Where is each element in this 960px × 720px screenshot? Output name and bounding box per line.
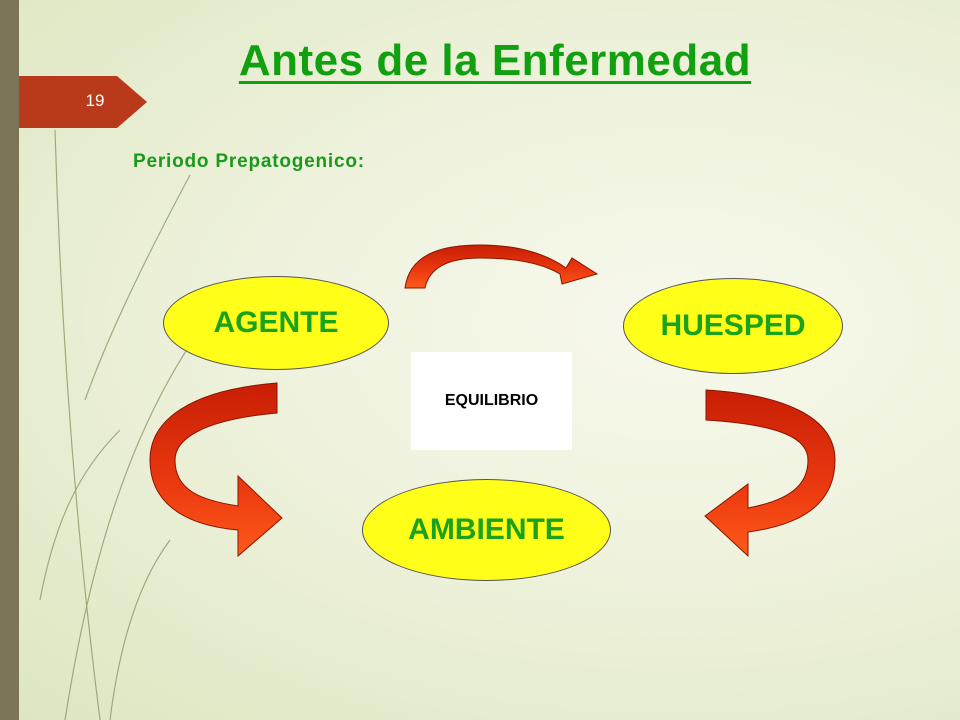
node-ambiente: AMBIENTE [362,479,611,581]
slide-number-tag [19,76,147,128]
node-ambiente-label: AMBIENTE [408,513,565,546]
node-agente-label: AGENTE [213,306,339,339]
slide-number: 19 [85,91,105,110]
arrow-agente-to-huesped [404,244,599,289]
node-huesped: HUESPED [623,278,843,374]
node-agente: AGENTE [163,276,389,370]
slide-subtitle: Periodo Prepatogenico: [133,151,365,172]
equilibrio-box: EQUILIBRIO [411,352,572,450]
equilibrio-label: EQUILIBRIO [444,392,539,409]
arrow-huesped-to-ambiente [704,389,836,558]
arrow-ambiente-to-agente [149,382,283,558]
left-sidebar-bar [0,0,19,720]
slide-title: Antes de la Enfermedad [238,36,752,85]
node-huesped-label: HUESPED [660,309,806,342]
